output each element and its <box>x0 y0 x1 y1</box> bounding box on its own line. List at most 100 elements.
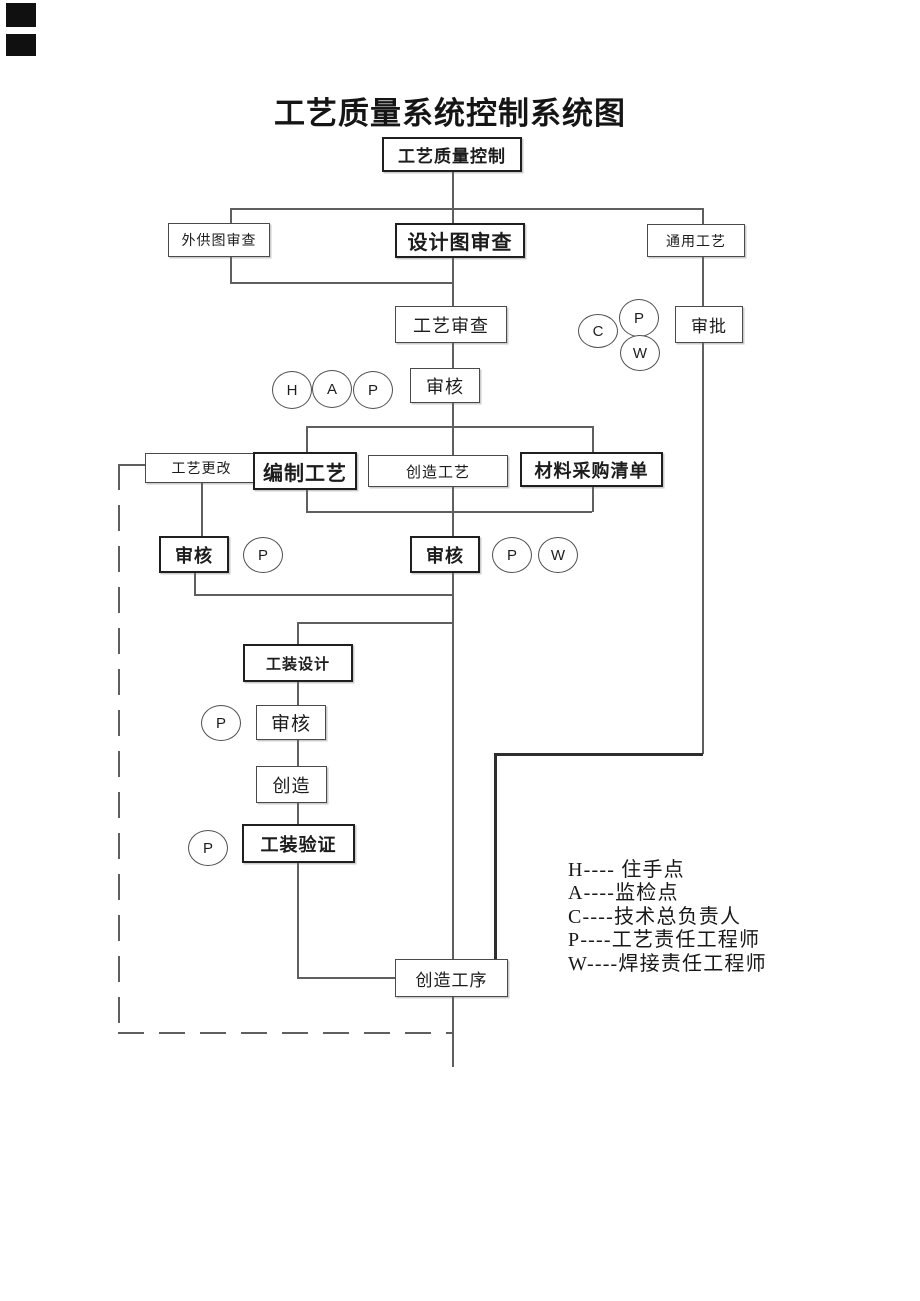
connector-line <box>452 258 454 306</box>
node-review-top: 审核 <box>410 368 480 403</box>
stamp-letter: P <box>506 546 517 564</box>
stamp-circle-p: P <box>353 371 393 409</box>
stamp-circle-c: C <box>578 314 618 348</box>
stamp-letter: C <box>592 322 604 340</box>
connector-line <box>230 282 452 284</box>
node-process-quality-control: 工艺质量控制 <box>382 137 522 172</box>
connector-line <box>194 573 196 595</box>
node-label: 外供图审查 <box>181 234 257 249</box>
node-label: 工装设计 <box>265 656 330 673</box>
node-label: 设计图审查 <box>407 232 513 254</box>
node-review-tooling: 审核 <box>256 705 326 740</box>
node-create-procedure: 创造工序 <box>395 959 508 997</box>
legend-item: C----技术总负责人 <box>568 905 742 928</box>
legend-item: W----焊接责任工程师 <box>568 952 767 975</box>
stamp-letter: P <box>257 546 268 564</box>
node-process-change: 工艺更改 <box>145 453 258 483</box>
node-label: 审批 <box>691 317 727 336</box>
node-label: 创造工艺 <box>405 464 470 481</box>
node-label: 编制工艺 <box>263 462 347 485</box>
legend-item: H---- 住手点 <box>568 859 685 881</box>
connector-line <box>297 622 452 624</box>
stamp-circle-p: P <box>188 830 228 866</box>
diagram-title: 工艺质量系统控制系统图 <box>274 96 626 131</box>
connector-line <box>230 257 232 283</box>
connector-line <box>702 343 704 754</box>
connector-line <box>592 487 594 512</box>
connector-line <box>306 490 308 512</box>
stamp-circle-h: H <box>272 371 312 409</box>
stamp-letter: H <box>286 381 298 399</box>
node-external-drawing-review: 外供图审查 <box>168 223 270 257</box>
stamp-circle-w: W <box>620 335 660 371</box>
stamp-circle-p: P <box>492 537 532 573</box>
connector-line <box>118 464 120 1033</box>
connector-line <box>297 977 395 979</box>
connector-line <box>230 208 232 223</box>
stamp-letter: P <box>367 381 378 399</box>
connector-line <box>702 208 704 224</box>
stamp-letter: W <box>632 344 648 362</box>
node-label: 创造工序 <box>415 970 488 990</box>
node-create: 创造 <box>256 766 327 803</box>
stamp-letter: W <box>550 546 566 564</box>
connector-line <box>452 172 454 208</box>
node-general-process: 通用工艺 <box>647 224 745 257</box>
node-process-review: 工艺审查 <box>395 306 507 343</box>
node-tooling-verification: 工装验证 <box>242 824 355 863</box>
node-label: 审核 <box>175 545 213 566</box>
scan-artifact <box>6 34 36 56</box>
node-compile-process: 编制工艺 <box>253 452 357 490</box>
connector-line <box>306 426 592 428</box>
node-label: 工艺审查 <box>413 315 489 336</box>
stamp-circle-p: P <box>243 537 283 573</box>
node-tooling-design: 工装设计 <box>243 644 353 682</box>
connector-line <box>452 573 454 959</box>
stamp-letter: A <box>326 380 337 398</box>
node-label: 材料采购清单 <box>534 460 649 481</box>
connector-line <box>592 426 594 453</box>
node-create-process: 创造工艺 <box>368 455 508 487</box>
legend-item: P----工艺责任工程师 <box>568 929 761 952</box>
node-label: 工艺更改 <box>171 462 232 477</box>
connector-line <box>494 753 703 756</box>
stamp-letter: P <box>202 839 213 857</box>
connector-line <box>297 682 299 705</box>
node-label: 创造 <box>272 775 311 796</box>
scan-artifact <box>6 3 36 27</box>
node-label: 审核 <box>426 545 464 566</box>
connector-line <box>201 483 203 536</box>
node-approval: 审批 <box>675 306 743 343</box>
connector-line <box>118 464 146 466</box>
node-label: 审核 <box>270 714 311 735</box>
node-label: 通用工艺 <box>666 234 726 250</box>
stamp-letter: P <box>215 714 226 732</box>
stamp-circle-a: A <box>312 370 352 408</box>
node-review-left: 审核 <box>159 536 229 573</box>
connector-line <box>306 511 592 513</box>
connector-line <box>452 997 454 1067</box>
stamp-circle-p: P <box>619 299 659 337</box>
node-material-procurement-list: 材料采购清单 <box>520 452 663 487</box>
connector-line <box>230 208 703 210</box>
stamp-circle-w: W <box>538 537 578 573</box>
stamp-circle-p: P <box>201 705 241 741</box>
legend-item: A----监检点 <box>568 882 679 905</box>
stamp-letter: P <box>633 309 644 327</box>
connector-line <box>297 740 299 766</box>
node-review-mid: 审核 <box>410 536 480 573</box>
connector-line <box>297 622 299 644</box>
connector-line <box>306 426 308 452</box>
connector-line <box>297 803 299 824</box>
connector-line <box>452 208 454 223</box>
connector-line <box>297 863 299 978</box>
node-label: 工艺质量控制 <box>398 147 506 166</box>
connector-line <box>194 594 452 596</box>
connector-line <box>702 257 704 306</box>
connector-line <box>494 753 497 959</box>
connector-line <box>118 1032 452 1034</box>
node-design-drawing-review: 设计图审查 <box>395 223 525 258</box>
connector-line <box>452 403 454 455</box>
node-label: 工装验证 <box>260 834 337 855</box>
